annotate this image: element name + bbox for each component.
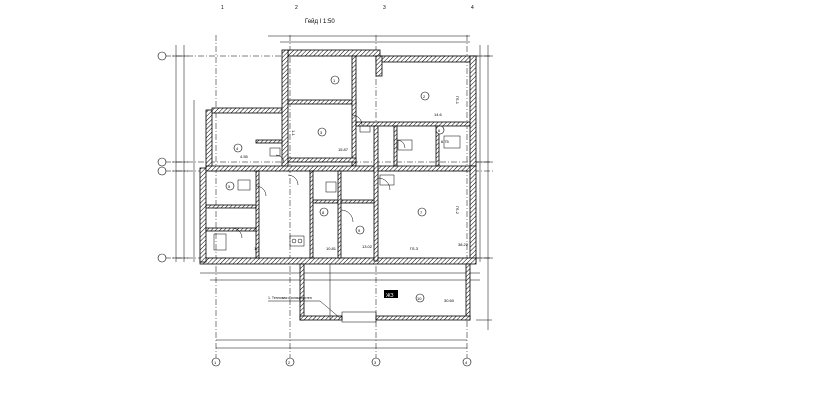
annex-walls xyxy=(299,263,471,323)
room-area: 13.02 xyxy=(362,244,373,249)
section-label: Гб-2 xyxy=(455,206,460,215)
section-mark: 1-1 xyxy=(291,130,296,137)
exterior-walls xyxy=(199,49,477,265)
stair-icon xyxy=(359,125,371,133)
grid-bottom-label: 2 xyxy=(288,360,291,365)
stove-icon xyxy=(289,235,305,247)
room-area: 30.60 xyxy=(444,298,455,303)
room-area: 10.81 xyxy=(326,246,337,251)
room-number: 4 xyxy=(236,146,239,151)
room-number: 2 xyxy=(423,94,426,99)
shower-icon xyxy=(213,233,227,251)
room-number: 7 xyxy=(420,210,423,215)
drawing-title: Гейд I 1:50 xyxy=(305,18,335,25)
interior-walls xyxy=(205,55,471,262)
room-area: 15.87 xyxy=(338,147,349,152)
room-markers: 1 2 3 4 5 6 7 8 9 10 xyxy=(225,75,445,303)
room-tag: ЖЗ xyxy=(386,293,394,299)
section-label: Гб-1 xyxy=(455,96,460,105)
top-dimension-lines xyxy=(268,35,470,43)
grid-top-label: 1 xyxy=(221,5,224,11)
top-grid-labels: 1 2 3 4 xyxy=(221,5,474,11)
room-number: 10 xyxy=(417,296,422,301)
room-area: 38.22 xyxy=(458,242,469,247)
bottom-dimension-lines xyxy=(200,272,480,349)
cabinet-icon xyxy=(269,147,281,157)
left-axis-bubbles xyxy=(157,51,167,263)
toilet-icon xyxy=(379,174,395,186)
fixtures xyxy=(213,125,461,251)
grid-top-label: 3 xyxy=(383,5,386,11)
door-swings xyxy=(231,114,406,239)
grid-top-label: 2 xyxy=(295,5,298,11)
washbasin-icon xyxy=(443,135,461,149)
room-number: 6 xyxy=(438,128,441,133)
room-area: 6.75 xyxy=(441,139,450,144)
room-number: 5 xyxy=(228,184,231,189)
room-number: 8 xyxy=(322,210,325,215)
section-label: Гб-3 xyxy=(410,246,419,251)
room-areas: 14.6 15.87 4.55 6.75 38.22 10.81 13.02 3… xyxy=(240,112,469,303)
right-dimension-lines xyxy=(476,45,492,330)
column-icon xyxy=(325,181,337,193)
grid-top-label: 4 xyxy=(471,5,474,11)
sink-icon xyxy=(397,139,413,151)
room-tag-box xyxy=(384,290,398,298)
left-dimension-lines xyxy=(172,45,195,262)
bottom-axis-bubbles: 1 2 3 4 xyxy=(211,357,472,367)
room-area: 14.6 xyxy=(434,112,443,117)
room-number: 9 xyxy=(358,228,361,233)
grid-bottom-label: 3 xyxy=(374,360,377,365)
section-mark: 1-1 xyxy=(254,246,261,251)
grid-bottom-label: 1 xyxy=(214,360,217,365)
bathtub-icon xyxy=(237,179,251,191)
room-number: 3 xyxy=(320,130,323,135)
drawing-note: 1. Тепловая изоляция стен xyxy=(268,296,312,300)
room-number: 1 xyxy=(333,78,336,83)
room-area: 4.55 xyxy=(240,154,249,159)
grid-bottom-label: 4 xyxy=(465,360,468,365)
